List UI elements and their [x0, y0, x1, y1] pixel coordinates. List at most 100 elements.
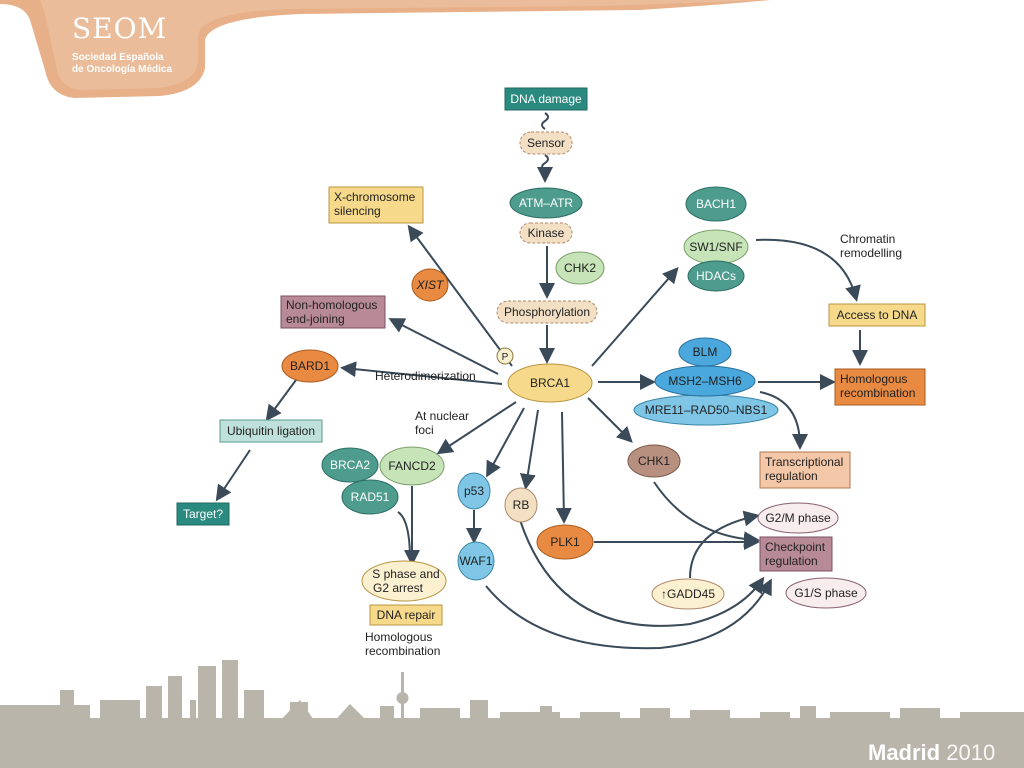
edge-gadd45-g2m [689, 510, 760, 579]
node-ubiquitin [219, 419, 323, 443]
node-bach1 [685, 186, 747, 222]
madrid-skyline [0, 660, 1024, 768]
label-hdacs: HDACs [696, 269, 736, 283]
node-phosphorylation [496, 300, 598, 324]
label-brca2: BRCA2 [330, 458, 370, 472]
node-hdacs [687, 260, 745, 292]
header-band-inner [40, 0, 760, 90]
label-swisnf: SW1/SNF [689, 240, 742, 254]
node-xist [411, 268, 449, 302]
node-chk1 [627, 444, 681, 478]
label-g1s: G1/S phase [794, 586, 858, 600]
label-at-nuclear-1: At nuclear [415, 409, 469, 423]
node-fancd2 [379, 446, 445, 486]
node-blm [678, 337, 732, 367]
node-p [496, 347, 514, 365]
label-phosphorylation: Phosphorylation [504, 305, 590, 319]
label-chk1: CHK1 [638, 454, 670, 468]
label-xist: XIST [416, 278, 445, 292]
node-brca2 [321, 447, 379, 483]
label-chromatin-2: remodelling [840, 246, 902, 260]
label-gadd45: ↑GADD45 [661, 587, 715, 601]
label-heterodimerization: Heterodimerization [375, 369, 476, 383]
label-g2m: G2/M phase [765, 511, 831, 525]
label-at-nuclear-2: foci [415, 423, 434, 437]
node-sphase [361, 560, 447, 602]
logo-line-2: de Oncología Médica [72, 64, 173, 75]
node-dna-repair [369, 604, 443, 626]
label-mre11: MRE11–RAD50–NBS1 [645, 403, 768, 417]
edge-chk1-checkpoint [653, 481, 760, 548]
label-brca1: BRCA1 [530, 376, 570, 390]
node-dna-damage [504, 87, 588, 111]
edge-rad51-sphase [397, 511, 411, 561]
node-sensor [519, 131, 573, 155]
edge-brca1-chk1 [587, 397, 633, 443]
node-rad51 [341, 479, 399, 515]
edge-brca1-xchrom [407, 224, 513, 367]
node-target [176, 502, 230, 526]
edge-swisnf-access [755, 238, 861, 302]
label-bach1: BACH1 [696, 197, 736, 211]
footer-year: 2010 [946, 740, 996, 765]
node-rb [504, 487, 538, 523]
label-waf1: WAF1 [460, 554, 493, 568]
node-atm-atr [509, 187, 583, 219]
node-gadd45 [651, 578, 725, 610]
node-brca1 [507, 363, 593, 403]
edge-brca1-swisnf [591, 266, 679, 367]
node-bard1 [281, 349, 339, 383]
node-waf1 [457, 541, 495, 581]
node-p53 [457, 472, 491, 510]
label-sensor: Sensor [527, 136, 565, 150]
edges [215, 112, 868, 650]
label-homrec-2: recombination [840, 386, 915, 400]
logo-name: SEOM [72, 12, 168, 45]
edge-brca1-fancd2 [436, 401, 517, 455]
edge-msh-transc [759, 391, 808, 450]
label-p53: p53 [464, 484, 484, 498]
node-plk1 [536, 524, 594, 560]
edge-sensor-atm [537, 154, 553, 183]
node-homologous-recombination [834, 368, 926, 406]
label-nhej-2: end-joining [286, 312, 345, 326]
label-msh: MSH2–MSH6 [668, 374, 742, 388]
label-bard1: BARD1 [290, 359, 330, 373]
logo-line-1: Sociedad Española [72, 52, 164, 63]
label-rb: RB [513, 498, 530, 512]
label-homrec-lbl-2: recombination [365, 644, 440, 658]
label-blm: BLM [693, 345, 718, 359]
edge-ubiq-target [215, 449, 251, 502]
label-atm-atr: ATM–ATR [519, 196, 574, 210]
label-sphase-1: S phase and [372, 567, 439, 581]
edge-damage-sensor [541, 112, 549, 130]
footer-city-year: Madrid 2010 [868, 740, 995, 766]
node-access-dna [828, 303, 926, 327]
label-transc-2: regulation [765, 469, 818, 483]
label-checkpoint-2: regulation [765, 554, 818, 568]
label-kinase: Kinase [528, 226, 565, 240]
node-nhej [280, 295, 386, 329]
label-sphase-2: G2 arrest [373, 581, 424, 595]
edge-waf1-checkpoint [485, 578, 772, 650]
label-p: P [502, 352, 509, 363]
label-plk1: PLK1 [550, 535, 580, 549]
edge-brca1-rb [519, 409, 539, 490]
edge-brca1-nhej [388, 318, 499, 375]
edge-brca1-bard1 [340, 361, 503, 385]
node-transcriptional [759, 451, 851, 489]
footer-city: Madrid [868, 740, 941, 765]
label-fancd2: FANCD2 [388, 459, 436, 473]
label-transc-1: Transcriptional [765, 455, 843, 469]
label-target: Target? [183, 507, 223, 521]
label-chromatin-1: Chromatin [840, 232, 895, 246]
node-chk2 [555, 251, 605, 285]
edge-bard1-ubiq [265, 379, 297, 422]
label-homrec-lbl-1: Homologous [365, 630, 432, 644]
edge-brca1-plk1 [555, 411, 572, 524]
node-g2m [757, 502, 839, 534]
label-checkpoint-1: Checkpoint [765, 540, 826, 554]
label-rad51: RAD51 [351, 490, 390, 504]
